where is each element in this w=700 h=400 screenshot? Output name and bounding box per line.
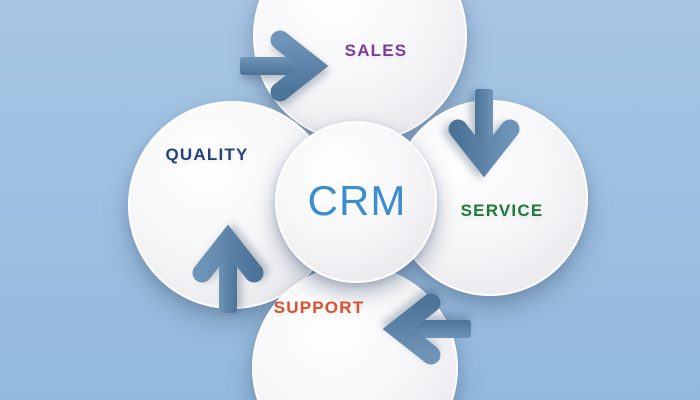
quality-label: QUALITY: [165, 145, 249, 164]
arrow-right-icon: [240, 30, 334, 102]
arrow-left-icon: [377, 293, 471, 365]
arrow-up-icon: [192, 219, 264, 313]
support-label: SUPPORT: [273, 298, 365, 317]
service-label: SERVICE: [460, 201, 544, 220]
crm-center-circle: [275, 121, 437, 283]
crm-title: CRM: [307, 177, 407, 224]
arrow-down-icon: [448, 89, 520, 183]
sales-label: SALES: [344, 41, 408, 60]
